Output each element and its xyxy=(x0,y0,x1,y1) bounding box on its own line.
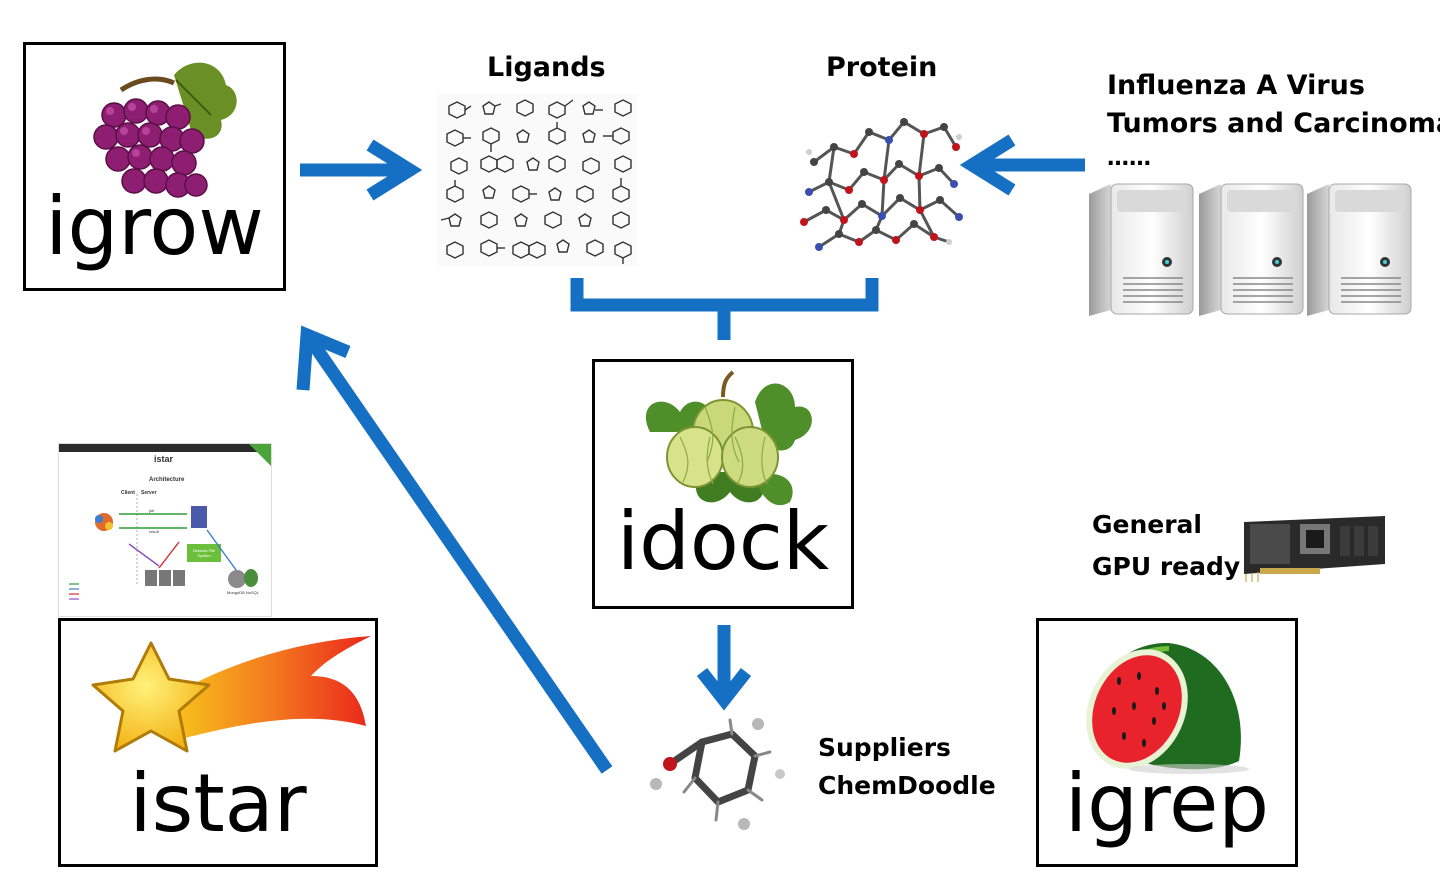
ligands-label: Ligands xyxy=(487,52,606,83)
screenshot-db: MongoDB NoSQL xyxy=(227,590,260,595)
screenshot-result: result xyxy=(149,529,159,534)
igrep-label: igrep xyxy=(1064,757,1270,850)
target-tumors: Tumors and Carcinomas xyxy=(1107,108,1440,139)
idock-label: idock xyxy=(616,495,830,588)
protein-label: Protein xyxy=(826,52,938,83)
general-label: General xyxy=(1092,510,1202,539)
istar-architecture-screenshot: istar Architecture Client Server Network… xyxy=(58,443,272,617)
screenshot-heading: Architecture xyxy=(149,477,185,483)
gpu-ready-label: GPU ready xyxy=(1092,552,1241,581)
suppliers-label: Suppliers xyxy=(818,733,951,762)
chemdoodle-label: ChemDoodle xyxy=(818,771,996,800)
arrow-servers-to-protein-head xyxy=(959,134,1016,196)
screenshot-job: job xyxy=(149,508,155,513)
arrow-idock-to-molecule-head xyxy=(696,667,752,711)
arrow-igrow-to-ligands-head xyxy=(366,139,423,201)
idock-box: idock xyxy=(592,359,854,609)
gpu-card-icon xyxy=(1244,516,1385,582)
istar-label: istar xyxy=(129,757,307,850)
screenshot-server: Server xyxy=(141,490,157,496)
arrow-molecule-to-igrow-head xyxy=(296,325,351,391)
screenshot-title: istar xyxy=(154,454,174,464)
server-cluster-icon xyxy=(1089,183,1412,316)
igrow-box: igrow xyxy=(23,42,286,291)
igrow-label: igrow xyxy=(45,180,264,273)
igrep-box: igrep xyxy=(1036,618,1298,867)
target-influenza: Influenza A Virus xyxy=(1107,70,1365,101)
server-2-icon xyxy=(1199,183,1304,316)
target-ellipsis: …… xyxy=(1107,146,1151,171)
server-3-icon xyxy=(1307,183,1412,316)
grape-icon xyxy=(93,62,237,198)
shooting-star-icon xyxy=(91,636,371,753)
screenshot-network-fs: Network File System xyxy=(192,548,216,558)
istar-box: istar xyxy=(58,618,378,867)
protein-structure-image xyxy=(800,118,963,251)
bracket-ligands-protein xyxy=(570,278,879,312)
arrow-molecule-to-igrow xyxy=(306,338,613,774)
screenshot-client: Client xyxy=(121,490,135,496)
server-1-icon xyxy=(1089,183,1194,316)
ligands-grid-image xyxy=(437,94,637,266)
gooseberry-icon xyxy=(645,370,812,506)
phenol-molecule-icon xyxy=(650,718,785,830)
watermelon-icon xyxy=(1086,642,1249,774)
